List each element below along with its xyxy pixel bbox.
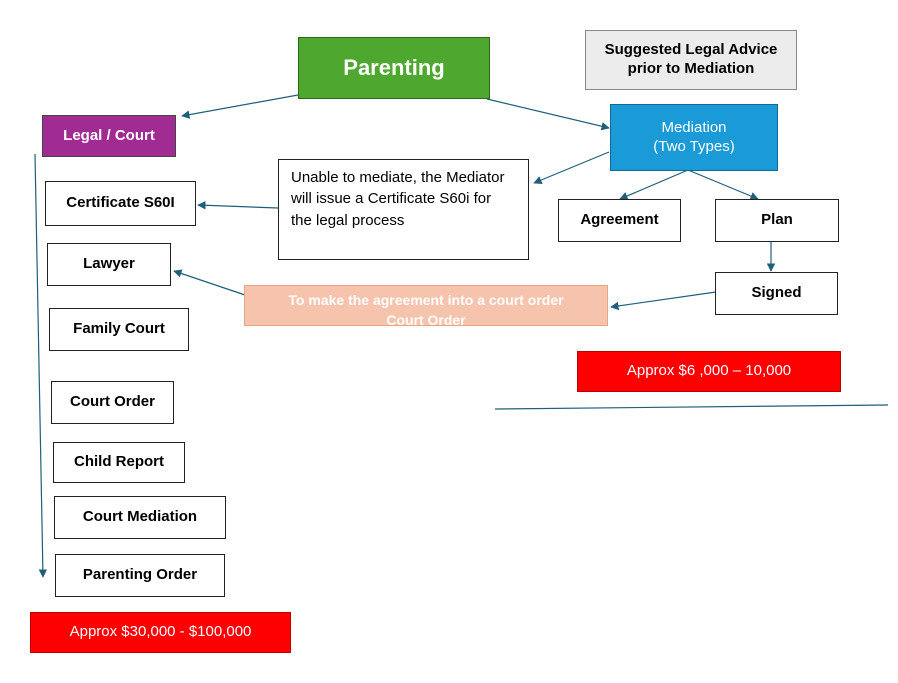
step-family-court: Family Court bbox=[49, 308, 189, 351]
court-order-note-text: To make the agreement into a court order bbox=[288, 292, 564, 308]
agreement-box: Agreement bbox=[558, 199, 681, 242]
arrow-parenting-to-legal bbox=[181, 94, 299, 119]
arrow-mediation-to-unable-note bbox=[533, 151, 610, 184]
step-parenting-order-label: Parenting Order bbox=[82, 566, 198, 584]
unable-to-mediate-note: Unable to mediate, the Mediator will iss… bbox=[278, 159, 529, 260]
legal-cost-text: Approx $30,000 - $100,000 bbox=[69, 623, 252, 641]
mediation-cost-box: Approx $6 ,000 – 10,000 bbox=[577, 351, 841, 392]
plan-label: Plan bbox=[761, 211, 793, 229]
step-lawyer: Lawyer bbox=[47, 243, 171, 286]
parenting-title: Parenting bbox=[343, 55, 445, 81]
legal-court-box: Legal / Court bbox=[42, 115, 176, 157]
step-court-mediation: Court Mediation bbox=[54, 496, 226, 539]
step-court-order-label: Court Order bbox=[69, 393, 155, 411]
mediation-cost-text: Approx $6 ,000 – 10,000 bbox=[626, 362, 792, 380]
legal-cost-box: Approx $30,000 - $100,000 bbox=[30, 612, 291, 653]
agreement-label: Agreement bbox=[580, 211, 659, 229]
mediation-sublabel: (Two Types) bbox=[653, 137, 735, 155]
legal-court-label: Legal / Court bbox=[63, 126, 155, 144]
step-parenting-order: Parenting Order bbox=[55, 554, 225, 597]
mediation-box: Mediation (Two Types) bbox=[610, 104, 778, 171]
signed-label: Signed bbox=[751, 284, 802, 302]
arrow-signed-to-court-order-note bbox=[610, 291, 717, 311]
plan-box: Plan bbox=[715, 199, 839, 242]
arrow-unable-note-to-certificate bbox=[197, 201, 279, 210]
step-certificate-s60i: Certificate S60I bbox=[45, 181, 196, 226]
step-child-report: Child Report bbox=[53, 442, 185, 483]
arrow-mediation-to-agreement bbox=[619, 169, 689, 200]
advice-note-text: Suggested Legal Advice prior to Mediatio… bbox=[604, 41, 778, 77]
court-order-note: To make the agreement into a court order… bbox=[244, 285, 608, 326]
parenting-box: Parenting bbox=[298, 37, 490, 99]
signed-box: Signed bbox=[715, 272, 838, 315]
mediation-label: Mediation bbox=[661, 118, 727, 136]
arrow-mediation-to-plan bbox=[687, 169, 759, 200]
step-lawyer-label: Lawyer bbox=[83, 255, 135, 272]
advice-note-box: Suggested Legal Advice prior to Mediatio… bbox=[585, 30, 797, 90]
unable-to-mediate-text: Unable to mediate, the Mediator will iss… bbox=[291, 169, 505, 229]
arrow-parenting-to-mediation bbox=[486, 98, 610, 131]
step-court-order: Court Order bbox=[51, 381, 174, 424]
step-child-report-label: Child Report bbox=[74, 453, 164, 471]
court-order-note-overflow-text: Court Order bbox=[386, 311, 466, 326]
arrow-court-order-note-to-lawyer bbox=[173, 269, 246, 296]
arrow-legal-process-vertical bbox=[34, 153, 48, 578]
step-certificate-s60i-label: Certificate S60I bbox=[66, 194, 175, 212]
step-family-court-label: Family Court bbox=[73, 320, 165, 338]
step-court-mediation-label: Court Mediation bbox=[82, 508, 198, 526]
divider-line bbox=[494, 404, 889, 410]
